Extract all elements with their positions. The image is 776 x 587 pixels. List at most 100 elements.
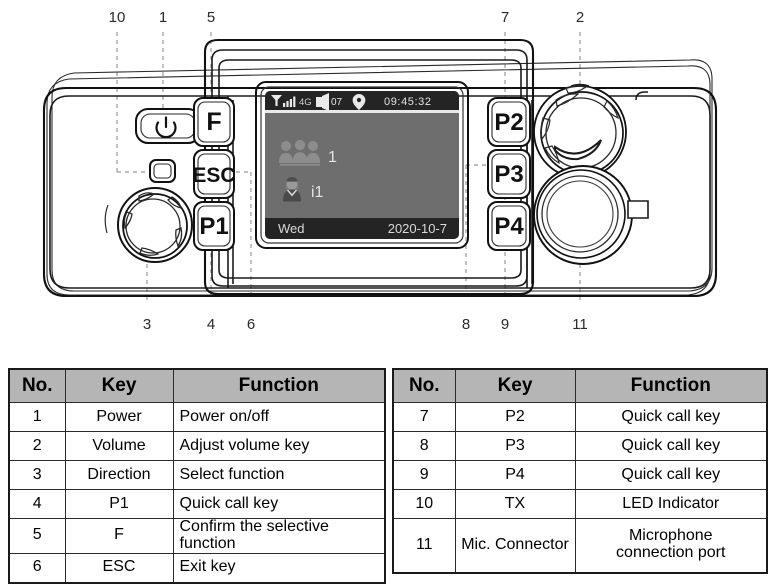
callout-10: 10	[109, 9, 126, 26]
cell-no: 4	[8, 489, 66, 519]
cell-function: Quick call key	[574, 460, 768, 490]
single-contact-icon	[283, 177, 301, 202]
table-row: 7 P2 Quick call key	[392, 402, 768, 432]
volume-knob[interactable]	[533, 83, 627, 179]
callout-numbers-top: 10 1 5 7 2	[109, 9, 585, 26]
header-key: Key	[64, 368, 174, 403]
cell-function: LED Indicator	[574, 489, 768, 519]
speaker-icon	[316, 93, 329, 111]
table-row: 10 TX LED Indicator	[392, 489, 768, 519]
svg-text:P3: P3	[494, 161, 523, 188]
callout-3: 3	[143, 316, 151, 333]
esc-button[interactable]: ESC	[192, 149, 236, 199]
mic-connector-port[interactable]	[533, 91, 649, 265]
key-function-table-left: No. Key Function 1 Power Power on/off 2 …	[8, 368, 386, 584]
cell-function: Select function	[172, 460, 386, 490]
callout-5: 5	[207, 9, 215, 26]
table-row: 8 P3 Quick call key	[392, 431, 768, 461]
header-no: No.	[8, 368, 66, 403]
table-row: 2 Volume Adjust volume key	[8, 431, 386, 461]
key-function-table-right: No. Key Function 7 P2 Quick call key 8 P…	[392, 368, 768, 574]
p3-button[interactable]: P3	[487, 149, 531, 199]
svg-text:F: F	[206, 108, 221, 136]
cell-key: F	[64, 518, 174, 554]
p1-button[interactable]: P1	[193, 201, 235, 251]
tx-led-indicator	[149, 159, 176, 183]
key-function-tables: No. Key Function 1 Power Power on/off 2 …	[0, 368, 776, 584]
header-function: Function	[574, 368, 768, 403]
lcd-row-2-label: i1	[311, 184, 324, 201]
cell-function-line1: Microphone	[628, 527, 713, 545]
cell-function: Confirm the selective function	[172, 518, 386, 554]
cell-key: Volume	[64, 431, 174, 461]
direction-pad[interactable]	[104, 187, 193, 263]
callout-1: 1	[159, 9, 167, 26]
lcd-time: 09:45:32	[384, 96, 432, 108]
cell-key: Direction	[64, 460, 174, 490]
table-header-row: No. Key Function	[392, 368, 768, 403]
group-contacts-icon	[279, 139, 320, 166]
f-button[interactable]: F	[193, 97, 235, 147]
lcd-screen: 4G 07 09:45:32 1	[255, 81, 469, 249]
cell-key: Mic. Connector	[454, 518, 576, 573]
table-row: 1 Power Power on/off	[8, 402, 386, 432]
lcd-weekday: Wed	[278, 221, 305, 236]
power-symbol-icon	[155, 116, 177, 139]
cell-key: P1	[64, 489, 174, 519]
table-row: 6 ESC Exit key	[8, 552, 386, 584]
callout-6: 6	[247, 316, 255, 333]
cell-key: P2	[454, 402, 576, 432]
callout-9: 9	[501, 316, 509, 333]
cell-no: 2	[8, 431, 66, 461]
header-function: Function	[172, 368, 386, 403]
cell-no: 11	[392, 518, 456, 573]
callout-11: 11	[572, 316, 588, 333]
callout-4: 4	[207, 316, 215, 333]
cell-function: Quick call key	[172, 489, 386, 519]
key-function-table-left-wrap: No. Key Function 1 Power Power on/off 2 …	[0, 368, 388, 584]
callout-7: 7	[501, 9, 509, 26]
svg-text:ESC: ESC	[192, 164, 235, 187]
callout-8: 8	[462, 316, 470, 333]
callout-numbers-bottom: 3 4 6 8 9 11	[143, 316, 588, 333]
cell-no: 3	[8, 460, 66, 490]
cell-no: 6	[8, 552, 66, 584]
key-function-table-right-wrap: No. Key Function 7 P2 Quick call key 8 P…	[388, 368, 776, 580]
lcd-date: 2020-10-7	[388, 221, 447, 236]
table-row: 9 P4 Quick call key	[392, 460, 768, 490]
callout-2: 2	[576, 9, 584, 26]
cell-no: 1	[8, 402, 66, 432]
cell-no: 10	[392, 489, 456, 519]
table-row: 11 Mic. Connector Microphone connection …	[392, 518, 768, 573]
location-pin-icon	[352, 94, 366, 110]
table-row: 3 Direction Select function	[8, 460, 386, 490]
cell-no: 7	[392, 402, 456, 432]
p2-button[interactable]: P2	[487, 97, 531, 147]
cell-function: Power on/off	[172, 402, 386, 432]
header-key: Key	[454, 368, 576, 403]
cell-key: ESC	[64, 552, 174, 584]
svg-text:P4: P4	[494, 213, 524, 240]
lcd-network-label: 4G	[299, 97, 312, 108]
svg-text:P2: P2	[494, 109, 523, 136]
cell-function: Quick call key	[574, 431, 768, 461]
cell-key: P3	[454, 431, 576, 461]
table-header-row: No. Key Function	[8, 368, 386, 403]
cell-no: 5	[8, 518, 66, 554]
cell-key: Power	[64, 402, 174, 432]
center-panel	[203, 38, 535, 296]
cell-function: Quick call key	[574, 402, 768, 432]
cell-no: 9	[392, 460, 456, 490]
table-row: 5 F Confirm the selective function	[8, 518, 386, 554]
cell-key: TX	[454, 489, 576, 519]
header-no: No.	[392, 368, 456, 403]
lcd-volume-level: 07	[331, 97, 343, 108]
cell-function: Adjust volume key	[172, 431, 386, 461]
p4-button[interactable]: P4	[487, 201, 531, 251]
signal-bars-icon	[271, 95, 296, 107]
svg-text:P1: P1	[199, 213, 228, 240]
table-row: 4 P1 Quick call key	[8, 489, 386, 519]
power-button[interactable]	[135, 108, 201, 144]
radio-front-panel-diagram: .ln { fill:none; stroke:#1b1b1b; stroke-…	[42, 9, 718, 333]
cell-function-line2: connection port	[616, 544, 726, 562]
